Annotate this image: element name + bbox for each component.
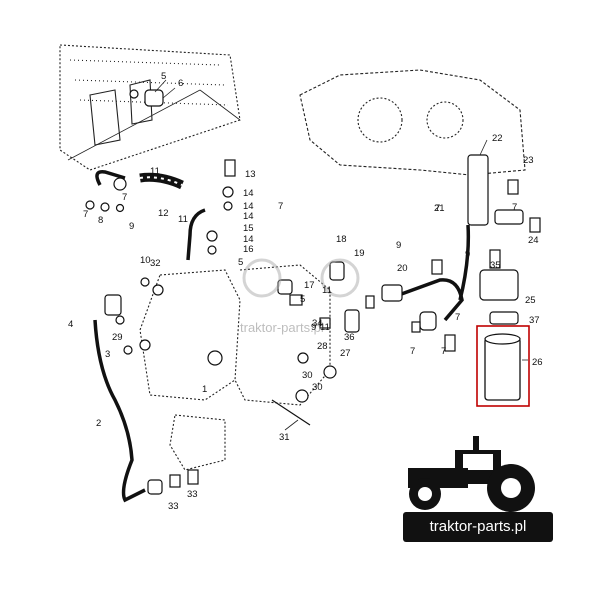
- callout-11: 11: [322, 285, 332, 296]
- callout-8: 8: [98, 215, 103, 226]
- callout-7: 7: [83, 209, 88, 220]
- callout-9: 9: [129, 221, 134, 232]
- callout-9: 9: [396, 240, 401, 251]
- callout-5: 5: [300, 294, 305, 305]
- callout-15: 15: [243, 223, 254, 234]
- callout-7: 7: [441, 346, 446, 357]
- callout-7: 7: [410, 346, 415, 357]
- tractor-icon: [408, 436, 535, 512]
- callout-7: 7: [512, 202, 517, 213]
- callout-6: 6: [178, 78, 183, 89]
- callout-7: 7: [122, 192, 127, 203]
- callout-23: 23: [523, 155, 534, 166]
- callout-36: 36: [344, 332, 355, 343]
- callout-14: 14: [243, 211, 254, 222]
- callout-33: 33: [168, 501, 179, 512]
- callout-3: 3: [105, 349, 110, 360]
- callout-labels: 1234555677777777899991011111111121314141…: [68, 71, 543, 512]
- callout-32: 32: [150, 258, 161, 269]
- callout-27: 27: [340, 348, 351, 359]
- callout-14: 14: [243, 234, 254, 245]
- fuel-lines: [93, 170, 471, 503]
- callout-31: 31: [279, 432, 290, 443]
- fittings: [85, 89, 541, 495]
- oil-filter-part-27[interactable]: [476, 325, 530, 407]
- callout-34: 34: [312, 318, 323, 329]
- callout-2: 2: [96, 418, 101, 429]
- hose-12: [139, 172, 184, 190]
- callout-7: 7: [435, 203, 440, 214]
- callout-19: 19: [354, 248, 365, 259]
- callout-25: 25: [525, 295, 536, 306]
- watermark: traktor-parts.pl: [240, 258, 360, 335]
- callout-30: 30: [312, 382, 323, 393]
- callout-30: 30: [302, 370, 313, 381]
- callout-14: 14: [243, 188, 254, 199]
- callout-7: 7: [278, 201, 283, 212]
- callout-9: 9: [311, 322, 316, 333]
- watermark-text: traktor-parts.pl: [240, 320, 324, 335]
- callout-1: 1: [202, 384, 207, 395]
- brand-logo: traktor-parts.pl: [403, 430, 553, 545]
- callout-26: 26: [532, 357, 543, 368]
- leader-lines: [67, 79, 528, 431]
- callout-35: 35: [490, 260, 501, 271]
- callout-7: 7: [455, 312, 460, 323]
- callout-11: 11: [150, 166, 160, 177]
- engine-block-outline: [59, 44, 526, 471]
- callout-11: 11: [178, 214, 188, 225]
- callout-21: 21: [434, 203, 445, 214]
- callout-12: 12: [158, 208, 169, 219]
- callout-5: 5: [161, 71, 166, 82]
- callout-20: 20: [397, 263, 408, 274]
- callout-22: 22: [492, 133, 503, 144]
- callout-17: 17: [304, 280, 315, 291]
- callout-24: 24: [528, 235, 539, 246]
- callout-9: 9: [465, 249, 470, 260]
- callout-28: 28: [317, 341, 328, 352]
- callout-5: 5: [238, 257, 243, 268]
- callout-11: 11: [320, 322, 330, 333]
- callout-33: 33: [187, 489, 198, 500]
- callout-13: 13: [245, 169, 256, 180]
- callout-29: 29: [112, 332, 123, 343]
- callout-14: 14: [243, 201, 254, 212]
- logo-text: traktor-parts.pl: [403, 512, 553, 542]
- callout-18: 18: [336, 234, 347, 245]
- callout-37: 37: [529, 315, 540, 326]
- callout-16: 16: [243, 244, 254, 255]
- callout-4: 4: [68, 319, 73, 330]
- callout-10: 10: [140, 255, 151, 266]
